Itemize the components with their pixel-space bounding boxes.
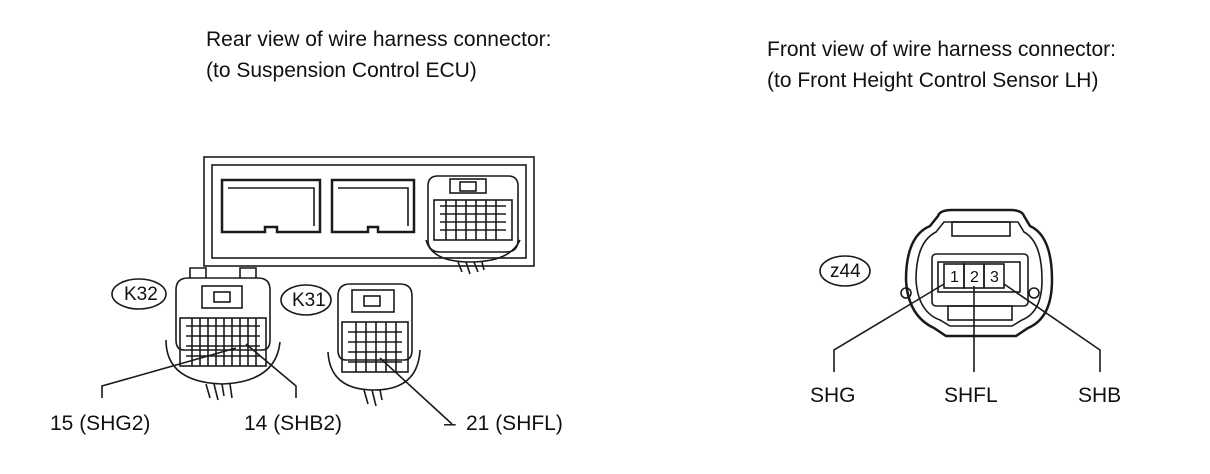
z44-pin-3: 3 <box>990 269 999 286</box>
right-caption-line2: (to Front Height Control Sensor LH) <box>767 69 1099 92</box>
leader-shb <box>1003 283 1101 372</box>
right-caption-line1: Front view of wire harness connector: <box>767 38 1116 61</box>
left-caption: Rear view of wire harness connector: (to… <box>206 24 552 86</box>
k32-callout <box>111 278 167 310</box>
shb-label: SHB <box>1078 384 1122 407</box>
z44-pin-2: 2 <box>970 269 979 286</box>
right-caption: Front view of wire harness connector: (t… <box>767 34 1116 96</box>
z44-pin-1: 1 <box>950 269 959 286</box>
pin-15-label: 15 (SHG2) <box>50 412 151 435</box>
connector-z44 <box>900 208 1054 338</box>
shg-label: SHG <box>810 384 856 407</box>
left-caption-line1: Rear view of wire harness connector: <box>206 28 552 51</box>
k31-callout <box>280 284 332 316</box>
pin-14-label: 14 (SHB2) <box>244 412 343 435</box>
shfl-label: SHFL <box>944 384 998 407</box>
leader-14 <box>245 343 297 398</box>
leader-21 <box>379 357 453 425</box>
ecu-housing <box>203 156 535 275</box>
leader-shg <box>833 283 945 372</box>
connector-k32-label: K32 <box>124 284 158 305</box>
leader-15 <box>101 347 237 398</box>
pin-21-dash: – <box>444 412 456 435</box>
pin-21-label: 21 (SHFL) <box>466 412 563 435</box>
left-caption-line2: (to Suspension Control ECU) <box>206 59 477 82</box>
connector-z44-label: z44 <box>830 261 861 282</box>
connector-k31-label: K31 <box>292 290 326 311</box>
connector-k31 <box>327 283 421 407</box>
z44-callout <box>819 255 871 287</box>
connector-k32 <box>165 267 281 401</box>
